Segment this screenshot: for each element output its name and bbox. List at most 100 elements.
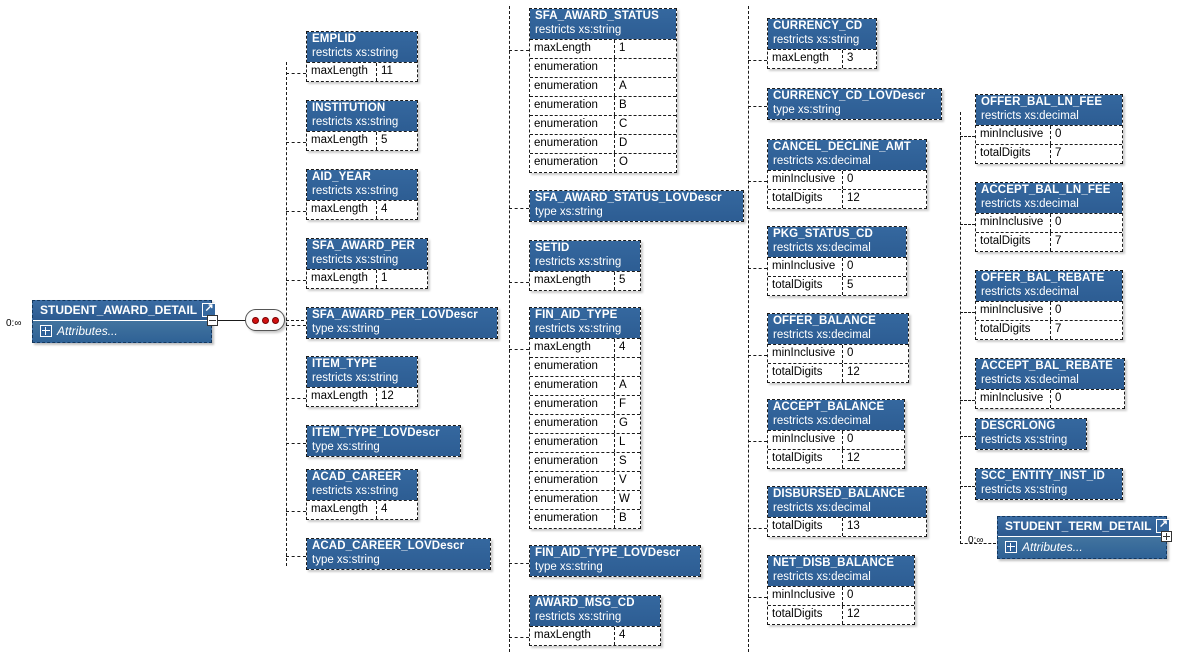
type-node-name: ACCEPT_BAL_LN_FEE [981,184,1111,196]
facet-key: enumeration [530,415,615,434]
facet-row: maxLength 5 [307,131,417,151]
branch-line [960,436,975,437]
element-student-award-detail[interactable]: STUDENT_AWARD_DETAIL Attributes... [32,300,217,343]
element-student-term-detail[interactable]: STUDENT_TERM_DETAIL Attributes... [997,516,1171,559]
facet-key: totalDigits [768,518,843,537]
type-node-name: ITEM_TYPE [312,358,377,370]
facet-value: 5 [381,134,388,147]
type-node-name: SFA_AWARD_STATUS_LOVDescr [535,192,722,204]
facet-value: G [619,417,628,430]
branch-line [509,208,529,209]
root-to-sequence-line [218,320,246,321]
type-node-basetype: restricts xs:decimal [981,285,1079,298]
type-node-name: OFFER_BAL_LN_FEE [981,96,1103,108]
facet-key: enumeration [530,510,615,529]
facet-key: enumeration [530,59,615,78]
plus-icon[interactable] [40,325,52,337]
external-link-icon[interactable] [202,301,217,317]
facet-value: 0 [1055,304,1062,317]
type-node-basetype: restricts xs:string [312,184,399,197]
type-node-basetype: restricts xs:decimal [773,414,871,427]
type-node-name: DESCRLONG [981,420,1056,432]
col4-spine [960,112,961,544]
facet-value: 4 [381,503,388,516]
facet-key: maxLength [530,627,615,646]
plus-icon[interactable] [1005,541,1017,553]
attributes-label: Attributes... [57,324,118,338]
type-node-name: SCC_ENTITY_INST_ID [981,470,1105,482]
branch-line [748,597,767,598]
type-node-basetype: restricts xs:string [535,255,622,268]
facet-key: maxLength [307,270,377,289]
external-link-icon[interactable] [1156,517,1171,533]
type-node-name: DISBURSED_BALANCE [773,488,906,500]
child-expand-handle[interactable] [1161,531,1172,542]
root-collapse-handle[interactable] [207,315,218,326]
type-node-name: FIN_AID_TYPE [535,309,618,321]
type-node-name: SFA_AWARD_PER_LOVDescr [312,309,478,321]
facet-key: totalDigits [976,321,1051,340]
type-node-basetype: restricts xs:decimal [773,570,871,583]
type-node-basetype: type xs:string [312,322,380,335]
child-cardinality: 0:∞ [968,535,984,546]
facet-key: maxLength [307,501,377,520]
facet-value: 13 [847,520,860,533]
sequence-compositor[interactable] [245,309,285,331]
facet-value: D [619,137,628,150]
facet-row: enumeration G [530,414,640,434]
facet-value: 4 [381,203,388,216]
facet-value: 0 [847,589,854,602]
branch-line [960,136,975,137]
facet-value: 7 [1055,147,1062,160]
type-node-basetype: restricts xs:string [981,433,1068,446]
facet-key: maxLength [307,132,377,151]
